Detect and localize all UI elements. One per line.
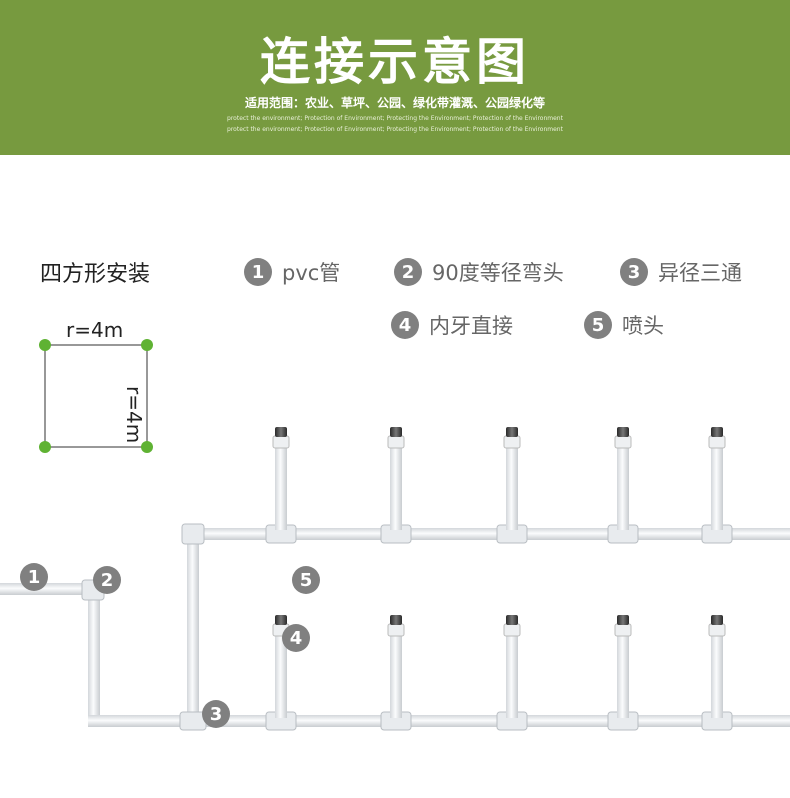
legend-item-sprinkler: 5 喷头 — [584, 310, 664, 340]
marker-elbow: 2 — [93, 566, 121, 594]
tagline-line-1: protect the environment; Protection of E… — [227, 115, 563, 122]
sprinkler-point-icon — [141, 441, 153, 453]
legend-number-badge: 5 — [584, 311, 612, 339]
legend-item-reducing-tee: 3 异径三通 — [620, 257, 742, 287]
legend-label: pvc管 — [282, 261, 341, 285]
marker-pvc-pipe: 1 — [20, 563, 48, 591]
sprinkler-point-icon — [39, 441, 51, 453]
square-outline — [44, 344, 148, 448]
legend-number-badge: 2 — [394, 258, 422, 286]
legend-number-badge: 4 — [391, 311, 419, 339]
marker-reducing-tee: 3 — [202, 700, 230, 728]
sprinkler-point-icon — [39, 339, 51, 351]
riser-pipes — [275, 440, 723, 718]
marker-female-coupling: 4 — [282, 624, 310, 652]
legend-number-badge: 3 — [620, 258, 648, 286]
legend-label: 内牙直接 — [429, 314, 513, 338]
legend-item-female-coupling: 4 内牙直接 — [391, 310, 513, 340]
legend-label: 90度等径弯头 — [432, 261, 564, 285]
marker-sprinkler: 5 — [292, 566, 320, 594]
sprinkler-point-icon — [141, 339, 153, 351]
page-title: 连接示意图 — [260, 33, 530, 91]
legend-item-pvc-pipe: 1 pvc管 — [244, 257, 340, 287]
legend-label: 喷头 — [622, 314, 664, 338]
page-subtitle: 适用范围：农业、草坪、公园、绿化带灌溉、公园绿化等 — [244, 96, 545, 110]
legend-item-elbow: 2 90度等径弯头 — [394, 257, 564, 287]
legend-label: 异径三通 — [658, 261, 742, 285]
pipe-fittings — [81, 523, 733, 731]
tagline-line-2: protect the environment; Protection of E… — [227, 126, 563, 133]
legend-number-badge: 1 — [244, 258, 272, 286]
install-type-label: 四方形安装 — [40, 262, 151, 287]
top-dimension: r=4m — [66, 318, 124, 342]
header-banner — [0, 0, 790, 155]
